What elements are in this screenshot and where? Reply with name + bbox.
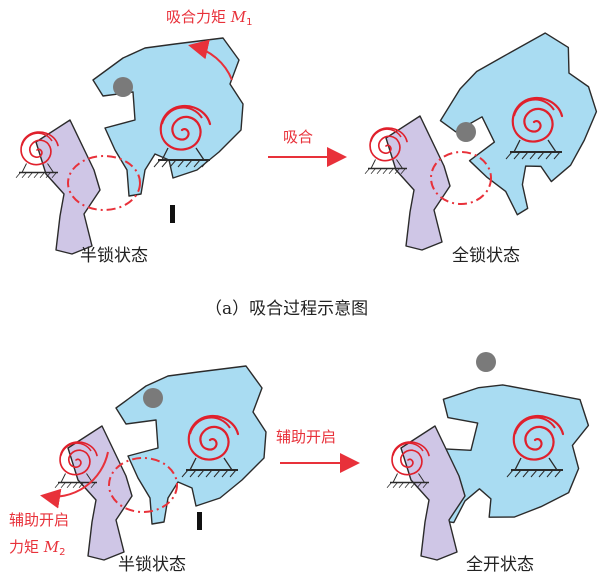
engagement-circle [108, 457, 178, 513]
label-moment-m2-line2: 力矩 M2 [9, 540, 66, 558]
label-half-lock-top: 半锁状态 [80, 246, 148, 266]
engagement-circle [430, 151, 492, 205]
panel-b-full-open [386, 352, 600, 561]
engagement-circle [67, 155, 141, 211]
latch-ball [456, 122, 476, 142]
panel-a-full-lock [364, 24, 609, 251]
moment-m1-text: 吸合力矩 [166, 8, 227, 26]
label-moment-m2-line1: 辅助开启 [9, 511, 70, 529]
moment-m1-subscript: 1 [246, 17, 253, 28]
panel-b-half-lock [40, 365, 267, 561]
latch-ball [476, 352, 496, 372]
pawl-b-half [67, 425, 133, 561]
latch-b-half [115, 365, 267, 525]
label-full-lock: 全锁状态 [452, 246, 520, 266]
pawl-a-full [385, 115, 451, 251]
moment-arrow-m1 [188, 39, 233, 81]
latch-a-full [424, 24, 609, 229]
moment-m2-text: 力矩 [9, 538, 40, 556]
moment-m2-symbol: M [43, 538, 60, 556]
moment-m1-symbol: M [230, 8, 247, 26]
panel-a-half-lock [15, 37, 244, 255]
stop-block [170, 205, 175, 223]
label-half-lock-bottom: 半锁状态 [118, 555, 186, 575]
moment-arrow-m2 [40, 451, 109, 509]
label-full-open: 全开状态 [466, 555, 534, 575]
moment-m2-subscript: 2 [59, 547, 66, 558]
caption-a: （a）吸合过程示意图 [205, 299, 369, 319]
label-moment-m1: 吸合力矩 M1 [166, 10, 253, 28]
stop-block [197, 512, 202, 530]
pawl-b-open [400, 425, 466, 561]
label-arrow-open: 辅助开启 [276, 428, 337, 446]
latch-ball [143, 388, 163, 408]
latch-ball [113, 77, 133, 97]
label-arrow-close: 吸合 [283, 128, 314, 146]
